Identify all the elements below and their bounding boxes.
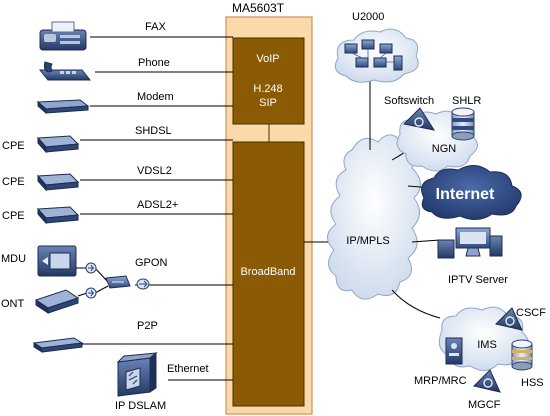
ip-dslam-label: IP DSLAM [115,400,166,412]
ip-mpls-cloud: IP/MPLS [327,134,421,300]
ma5603t-device: MA5603T VoIP H.248 SIP BroadBand [225,1,313,415]
ip-mpls-label: IP/MPLS [346,235,389,247]
fiber-connector-icon [85,262,97,274]
cscf-icon [495,307,523,331]
modem-link-label: Modem [137,91,174,103]
softswitch-icon [402,107,436,131]
fax-link-label: FAX [145,21,166,33]
gpon-link-label: GPON [135,257,167,269]
broadband-label: BroadBand [240,266,295,278]
ims-label: IMS [477,339,497,351]
ont-icon [34,289,80,314]
phone-icon [38,61,92,81]
u2000-label: U2000 [352,11,384,23]
shdsl-link-label: SHDSL [135,125,172,137]
voip-label: VoIP [256,53,279,65]
internet-label: Internet [436,186,495,203]
cpe-icon [36,173,80,192]
fiber-connector-icon [85,287,97,299]
voip-board: VoIP H.248 SIP [232,37,305,125]
fiber-connector-icon [136,278,150,290]
nms-workstations-icon [344,39,403,71]
ont-label: ONT [1,298,25,310]
iptv-server-label: IPTV Server [448,274,508,286]
mgcf-label: MGCF [468,399,501,411]
left-links [80,36,233,381]
optical-splitter-icon [105,275,131,289]
h248-label: H.248 [253,83,282,95]
mdu-icon [37,245,77,277]
softswitch-label: Softswitch [384,95,434,107]
vdsl2-link-label: VDSL2 [137,165,172,177]
sip-label: SIP [259,97,277,109]
iptv-server-icon [437,227,503,259]
shlr-label: SHLR [452,95,481,107]
modem-icon [36,99,90,115]
mrp-mrc-label: MRP/MRC [414,375,467,387]
internet-cloud: Internet [421,165,522,220]
p2p-switch-icon [32,337,84,353]
p2p-link-label: P2P [137,320,158,332]
broadband-board: BroadBand [232,141,305,407]
cpe-label-2: CPE [2,176,25,188]
hss-database-icon [511,339,533,371]
fax-icon [39,21,87,51]
mgcf-icon [473,369,501,393]
cpe-label-3: CPE [2,210,25,222]
ip-dslam-icon [116,351,158,397]
adsl2-link-label: ADSL2+ [137,199,178,211]
mdu-label: MDU [1,253,26,265]
device-title: MA5603T [232,1,285,15]
cscf-label: CSCF [516,307,546,319]
mrp-mrc-icon [445,337,463,365]
shlr-database-icon [451,107,475,141]
cpe-icon [36,206,80,225]
cpe-label-1: CPE [2,140,25,152]
phone-link-label: Phone [138,57,170,69]
gpon-tree [76,267,109,297]
ngn-label: NGN [432,143,457,155]
hss-label: HSS [521,377,544,389]
cpe-icon [36,135,80,154]
ethernet-link-label: Ethernet [167,363,209,375]
